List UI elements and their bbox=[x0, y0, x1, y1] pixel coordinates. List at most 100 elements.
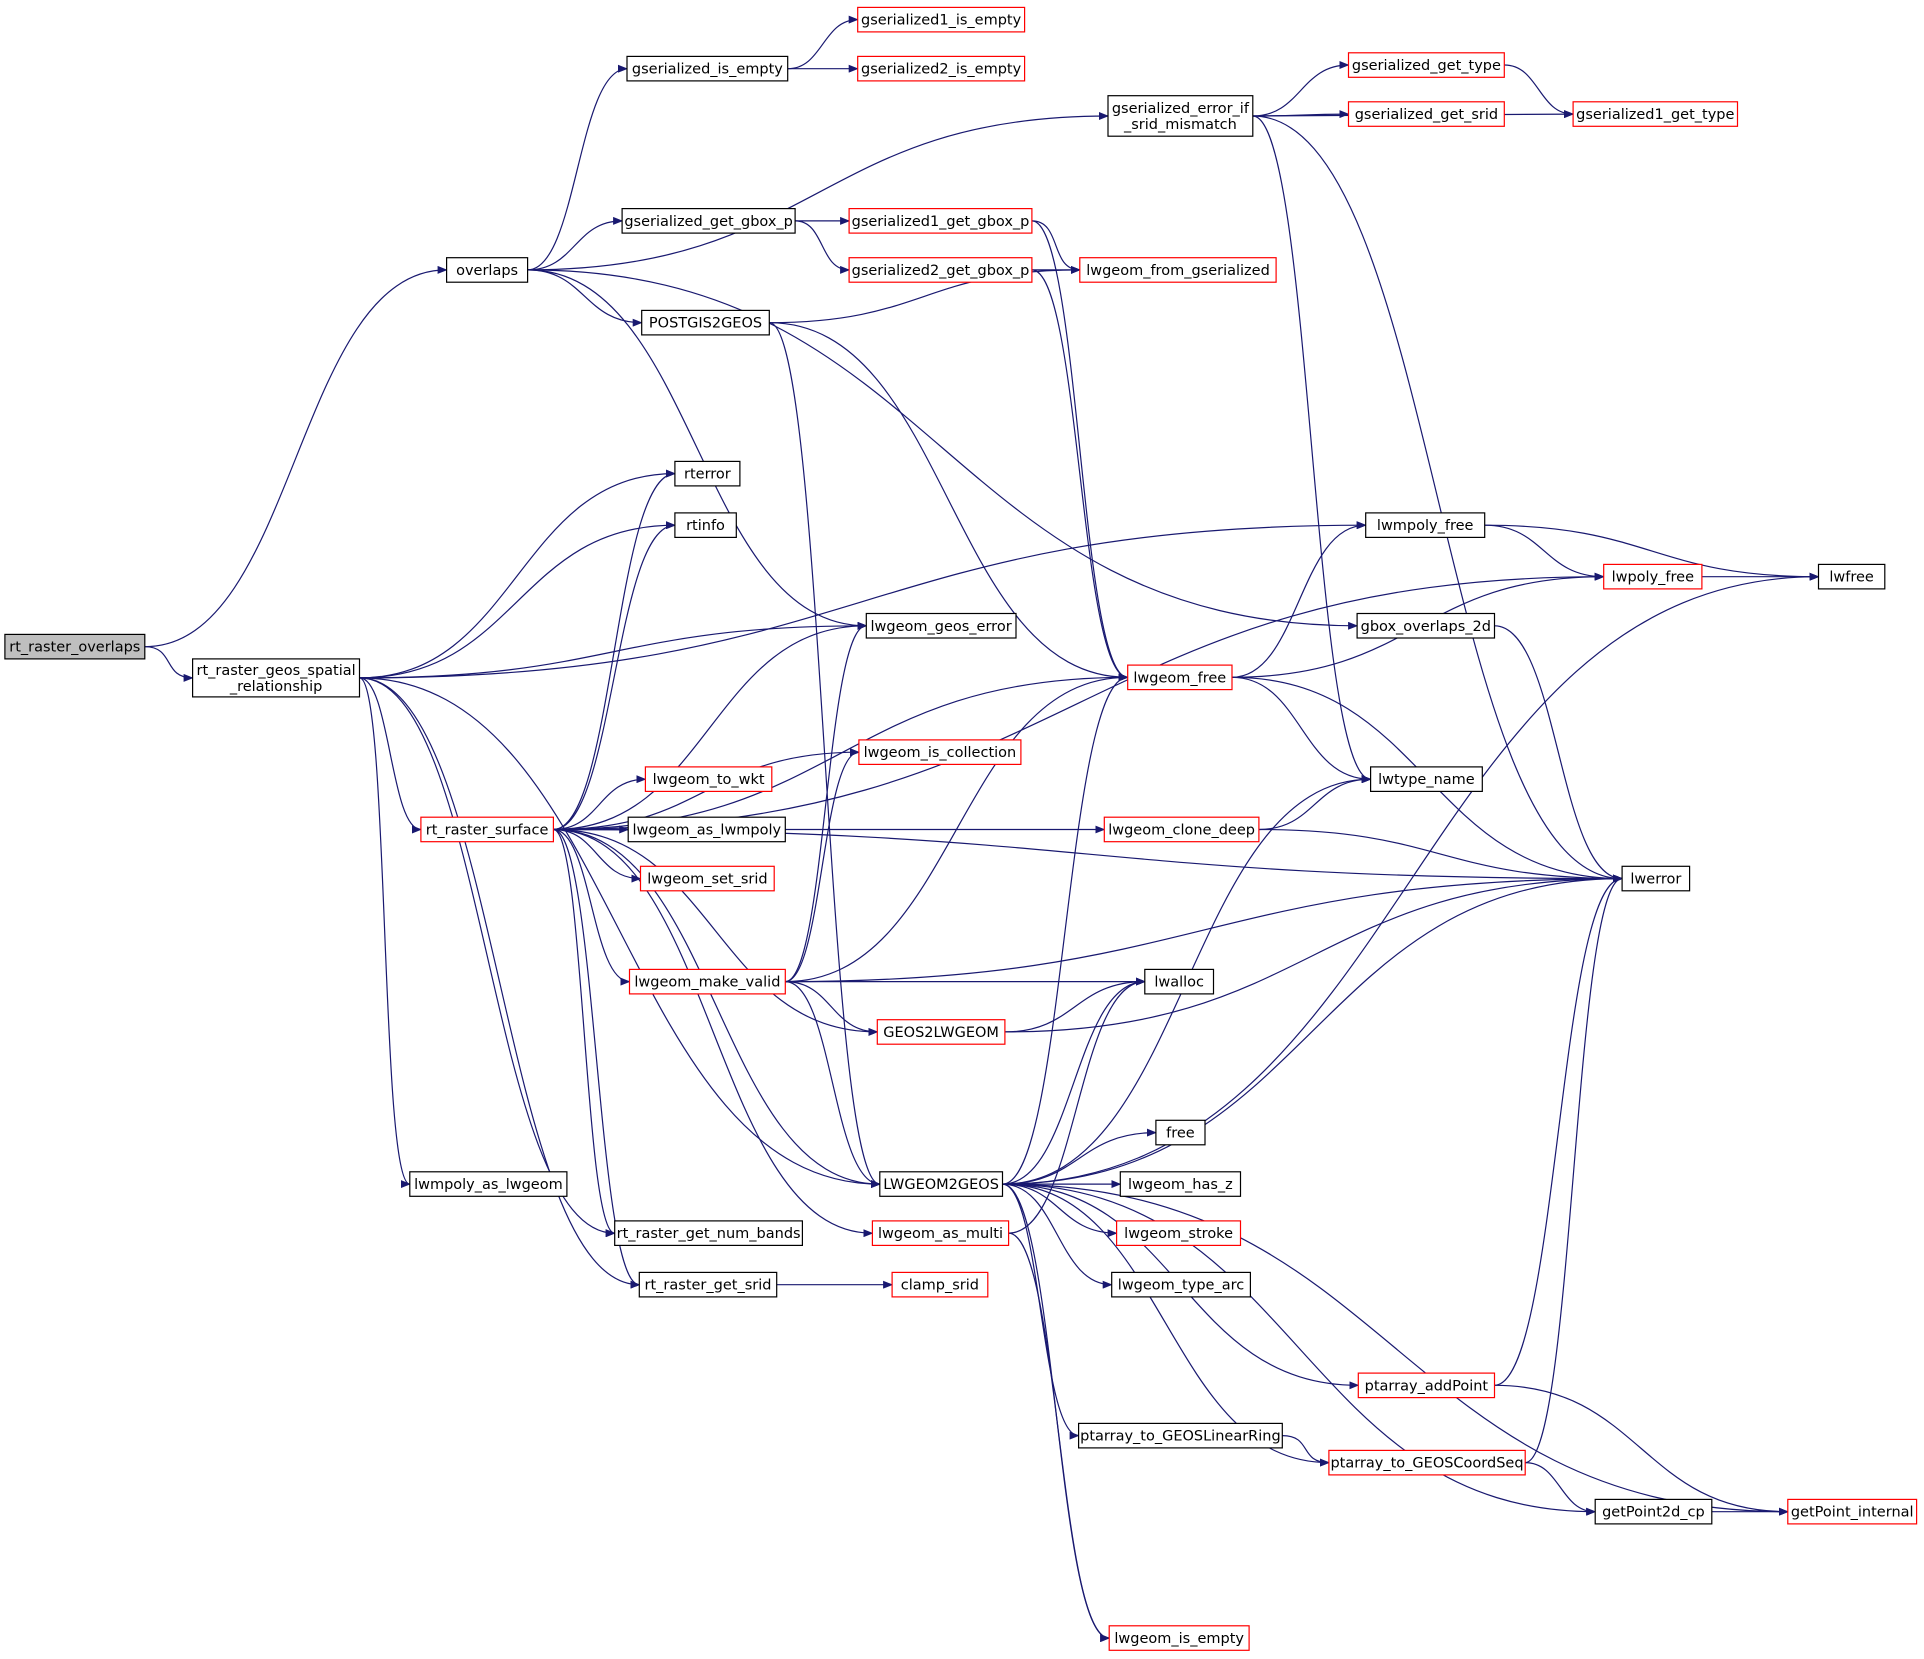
node-lwgeom_stroke[interactable]: lwgeom_stroke bbox=[1115, 1220, 1242, 1247]
edge-gserialized_error_if_srid_mismatch-to-lwerror bbox=[1252, 115, 1624, 883]
edge-lwgeom_free-to-lwtype_name bbox=[1231, 676, 1372, 784]
node-lwgeom_set_srid[interactable]: lwgeom_set_srid bbox=[639, 865, 775, 892]
node-box bbox=[1115, 1220, 1242, 1247]
node-box bbox=[1119, 1171, 1242, 1197]
edge-GEOS2LWGEOM-to-lwerror bbox=[1004, 874, 1624, 1033]
node-ptarray_to_GEOSLinearRing[interactable]: ptarray_to_GEOSLinearRing bbox=[1077, 1422, 1283, 1449]
node-rt_raster_surface[interactable]: rt_raster_surface bbox=[420, 816, 554, 843]
node-label: gserialized2_get_gbox_p bbox=[852, 263, 1030, 279]
edge-rt_raster_geos_spatial_relationship-to-rt_raster_get_num_bands bbox=[359, 677, 616, 1238]
node-gserialized2_is_empty[interactable]: gserialized2_is_empty bbox=[857, 55, 1026, 82]
edge-rt_raster_surface-to-rterror bbox=[553, 469, 676, 831]
node-rt_raster_geos_spatial_relationship[interactable]: rt_raster_geos_spatial_relationship bbox=[192, 658, 361, 698]
node-lwgeom_clone_deep[interactable]: lwgeom_clone_deep bbox=[1103, 816, 1260, 843]
node-box bbox=[1356, 612, 1496, 639]
node-box bbox=[644, 766, 773, 793]
edge-LWGEOM2GEOS-to-getPoint2d_cp bbox=[1002, 1183, 1597, 1516]
node-lwgeom_is_empty[interactable]: lwgeom_is_empty bbox=[1108, 1625, 1250, 1651]
node-box bbox=[1817, 563, 1886, 590]
node-gbox_overlaps_2d[interactable]: gbox_overlaps_2d bbox=[1356, 612, 1496, 639]
node-lwfree[interactable]: lwfree bbox=[1817, 563, 1886, 590]
node-gserialized_get_type[interactable]: gserialized_get_type bbox=[1347, 52, 1505, 78]
node-lwalloc[interactable]: lwalloc bbox=[1144, 968, 1215, 995]
node-gserialized_get_gbox_p[interactable]: gserialized_get_gbox_p bbox=[621, 208, 796, 234]
node-label: lwgeom_is_collection bbox=[864, 745, 1017, 761]
node-label: lwgeom_as_lwmpoly bbox=[632, 823, 781, 839]
node-lwtype_name[interactable]: lwtype_name bbox=[1369, 766, 1483, 793]
node-rterror[interactable]: rterror bbox=[674, 460, 741, 487]
node-ptarray_to_GEOSCoordSeq[interactable]: ptarray_to_GEOSCoordSeq bbox=[1328, 1449, 1526, 1476]
node-lwgeom_has_z[interactable]: lwgeom_has_z bbox=[1119, 1171, 1242, 1197]
node-GEOS2LWGEOM[interactable]: GEOS2LWGEOM bbox=[876, 1019, 1006, 1045]
node-box bbox=[621, 208, 796, 234]
node-rt_raster_get_srid[interactable]: rt_raster_get_srid bbox=[638, 1271, 778, 1298]
node-free[interactable]: free bbox=[1155, 1119, 1206, 1146]
edge-lwgeom_make_valid-to-lwgeom_geos_error bbox=[785, 621, 868, 983]
node-label: lwgeom_clone_deep bbox=[1108, 823, 1255, 839]
node-getPoint_internal[interactable]: getPoint_internal bbox=[1787, 1498, 1918, 1525]
node-lwerror[interactable]: lwerror bbox=[1621, 865, 1691, 892]
node-label: lwtype_name bbox=[1378, 772, 1475, 788]
edge-overlaps-to-gserialized_error_if_srid_mismatch bbox=[527, 112, 1109, 271]
node-POSTGIS2GEOS[interactable]: POSTGIS2GEOS bbox=[641, 309, 770, 336]
edge-lwgeom_make_valid-to-lwerror bbox=[785, 874, 1624, 983]
node-box bbox=[1347, 52, 1505, 78]
node-label: lwgeom_make_valid bbox=[634, 975, 780, 991]
node-lwgeom_geos_error[interactable]: lwgeom_geos_error bbox=[865, 612, 1017, 639]
node-LWGEOM2GEOS[interactable]: LWGEOM2GEOS bbox=[879, 1171, 1004, 1197]
edge-ptarray_to_GEOSCoordSeq-to-lwerror bbox=[1525, 874, 1624, 1464]
node-label: ptarray_to_GEOSLinearRing bbox=[1080, 1429, 1281, 1445]
edge-lwgeom_as_multi-to-lwgeom_is_empty bbox=[1008, 1232, 1111, 1643]
node-label: clamp_srid bbox=[901, 1278, 979, 1294]
edge-ptarray_to_GEOSLinearRing-to-ptarray_to_GEOSCoordSeq bbox=[1282, 1435, 1330, 1467]
node-box bbox=[857, 55, 1026, 82]
edge-gserialized1_get_gbox_p-to-lwgeom_from_gserialized bbox=[1031, 220, 1081, 274]
node-label: POSTGIS2GEOS bbox=[649, 316, 762, 332]
node-box bbox=[641, 309, 770, 336]
node-box bbox=[848, 208, 1033, 234]
node-lwmpoly_free[interactable]: lwmpoly_free bbox=[1365, 512, 1486, 539]
node-lwgeom_make_valid[interactable]: lwgeom_make_valid bbox=[628, 968, 786, 995]
node-box bbox=[446, 257, 529, 283]
node-lwgeom_free[interactable]: lwgeom_free bbox=[1127, 664, 1233, 691]
node-lwmpoly_as_lwgeom[interactable]: lwmpoly_as_lwgeom bbox=[409, 1171, 568, 1197]
node-gserialized2_get_gbox_p[interactable]: gserialized2_get_gbox_p bbox=[848, 257, 1033, 283]
node-ptarray_addPoint[interactable]: ptarray_addPoint bbox=[1357, 1372, 1496, 1399]
edge-POSTGIS2GEOS-to-lwgeom_free bbox=[769, 322, 1129, 682]
node-rt_raster_overlaps[interactable]: rt_raster_overlaps bbox=[4, 633, 146, 660]
node-lwgeom_as_lwmpoly[interactable]: lwgeom_as_lwmpoly bbox=[627, 816, 786, 843]
edge-rt_raster_geos_spatial_relationship-to-rterror bbox=[359, 469, 676, 679]
node-gserialized_get_srid[interactable]: gserialized_get_srid bbox=[1347, 101, 1505, 127]
node-box bbox=[1108, 1625, 1250, 1651]
edge-lwgeom_clone_deep-to-lwtype_name bbox=[1258, 775, 1372, 831]
node-gserialized1_get_gbox_p[interactable]: gserialized1_get_gbox_p bbox=[848, 208, 1033, 234]
edge-lwgeom_free-to-lwmpoly_free bbox=[1231, 521, 1367, 678]
node-rtinfo[interactable]: rtinfo bbox=[674, 512, 737, 539]
node-gserialized1_is_empty[interactable]: gserialized1_is_empty bbox=[857, 6, 1026, 33]
node-label: gserialized_get_type bbox=[1352, 58, 1501, 74]
node-box bbox=[1369, 766, 1483, 793]
node-clamp_srid[interactable]: clamp_srid bbox=[891, 1271, 989, 1298]
node-lwgeom_is_collection[interactable]: lwgeom_is_collection bbox=[858, 739, 1022, 766]
node-label: gserialized_is_empty bbox=[632, 62, 783, 78]
node-getPoint2d_cp[interactable]: getPoint2d_cp bbox=[1594, 1498, 1713, 1525]
node-gserialized_is_empty[interactable]: gserialized_is_empty bbox=[626, 55, 789, 82]
node-label: lwmpoly_free bbox=[1377, 518, 1474, 534]
node-box bbox=[628, 968, 786, 995]
node-lwpoly_free[interactable]: lwpoly_free bbox=[1603, 563, 1703, 590]
edge-rt_raster_surface-to-GEOS2LWGEOM bbox=[553, 828, 879, 1036]
node-lwgeom_from_gserialized[interactable]: lwgeom_from_gserialized bbox=[1079, 257, 1277, 283]
node-overlaps[interactable]: overlaps bbox=[446, 257, 529, 283]
edge-LWGEOM2GEOS-to-lwgeom_free bbox=[1002, 673, 1129, 1185]
edge-ptarray_addPoint-to-lwerror bbox=[1494, 874, 1624, 1386]
edge-rt_raster_surface-to-rt_raster_get_srid bbox=[553, 828, 641, 1289]
node-label: rt_raster_get_num_bands bbox=[617, 1226, 801, 1242]
node-gserialized_error_if_srid_mismatch[interactable]: gserialized_error_if_srid_mismatch bbox=[1107, 95, 1254, 137]
node-lwgeom_to_wkt[interactable]: lwgeom_to_wkt bbox=[644, 766, 773, 793]
node-rt_raster_get_num_bands[interactable]: rt_raster_get_num_bands bbox=[614, 1220, 804, 1247]
node-gserialized1_get_type[interactable]: gserialized1_get_type bbox=[1572, 101, 1739, 127]
node-box bbox=[638, 1271, 778, 1298]
node-lwgeom_type_arc[interactable]: lwgeom_type_arc bbox=[1111, 1271, 1251, 1298]
node-lwgeom_as_multi[interactable]: lwgeom_as_multi bbox=[871, 1220, 1010, 1247]
node-label: gserialized1_is_empty bbox=[861, 13, 1022, 29]
